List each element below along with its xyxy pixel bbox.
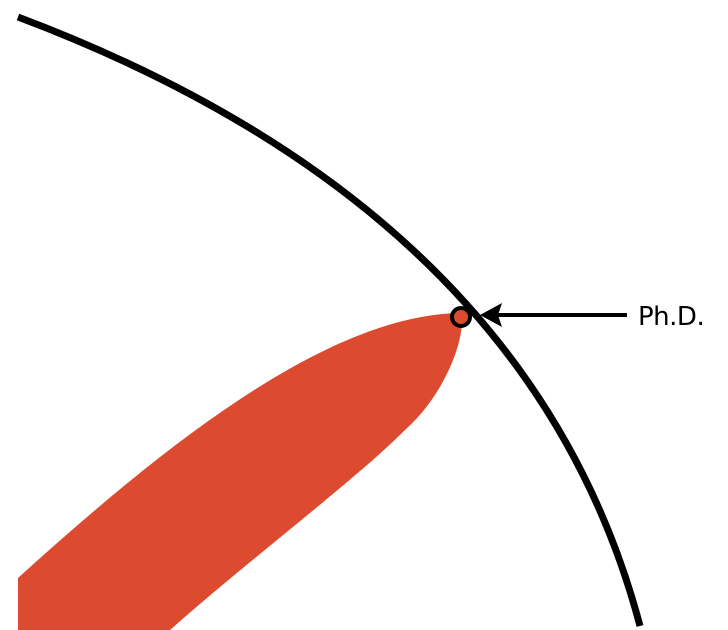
specialized-knowledge-region	[18, 313, 462, 630]
phd-dent-marker	[450, 306, 472, 328]
phd-label: Ph.D.	[638, 302, 704, 332]
knowledge-boundary-arc	[16, 13, 644, 627]
pointer-arrowhead	[480, 303, 502, 327]
